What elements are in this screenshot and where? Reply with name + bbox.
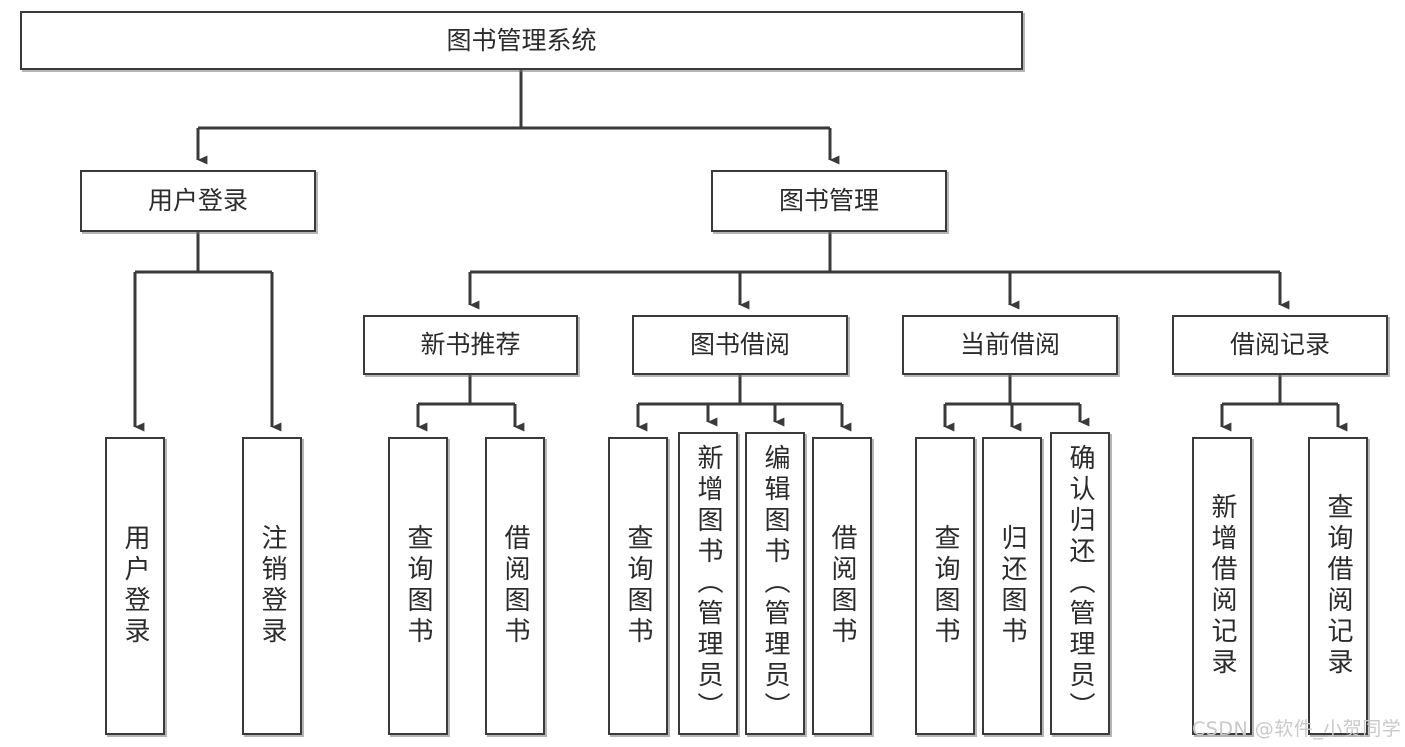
node-current-borrowing[interactable]: 当前借阅 xyxy=(902,315,1118,375)
leaf-user-login-signin[interactable]: 用户登录 xyxy=(105,437,165,735)
node-label: 用户登录 xyxy=(120,524,150,648)
leaf-current-borrow-query[interactable]: 查询图书 xyxy=(915,437,975,735)
node-label: 注销登录 xyxy=(257,524,287,648)
node-label: 借阅图书 xyxy=(827,524,857,648)
node-root-book-management-system[interactable]: 图书管理系统 xyxy=(20,11,1023,70)
node-label: 图书管理系统 xyxy=(446,25,597,55)
leaf-new-book-query[interactable]: 查询图书 xyxy=(388,437,448,735)
leaf-book-borrow-edit[interactable]: 编辑图书（管理员） xyxy=(745,432,805,735)
leaf-user-login-logout[interactable]: 注销登录 xyxy=(242,437,302,735)
node-label: 确认归还（管理员） xyxy=(1065,444,1095,723)
leaf-book-borrow-add[interactable]: 新增图书（管理员） xyxy=(678,432,738,735)
node-label: 图书管理 xyxy=(778,186,879,216)
node-label: 归还图书 xyxy=(997,524,1027,648)
node-new-book-recommendation[interactable]: 新书推荐 xyxy=(363,315,578,375)
leaf-new-book-borrow[interactable]: 借阅图书 xyxy=(485,437,545,735)
leaf-current-borrow-confirm-return[interactable]: 确认归还（管理员） xyxy=(1050,432,1110,735)
node-label: 借阅记录 xyxy=(1229,330,1330,360)
node-label: 图书借阅 xyxy=(689,330,790,360)
node-borrowing-record[interactable]: 借阅记录 xyxy=(1172,315,1388,375)
node-label: 新增借阅记录 xyxy=(1207,493,1237,679)
leaf-book-borrow-query[interactable]: 查询图书 xyxy=(608,437,668,735)
node-book-management[interactable]: 图书管理 xyxy=(711,170,947,232)
leaf-borrow-record-query[interactable]: 查询借阅记录 xyxy=(1308,437,1368,735)
node-label: 借阅图书 xyxy=(500,524,530,648)
leaf-current-borrow-return[interactable]: 归还图书 xyxy=(982,437,1042,735)
node-label: 查询图书 xyxy=(930,524,960,648)
node-book-borrowing[interactable]: 图书借阅 xyxy=(632,315,848,375)
leaf-borrow-record-add[interactable]: 新增借阅记录 xyxy=(1192,437,1252,735)
node-label: 当前借阅 xyxy=(959,330,1060,360)
node-user-login[interactable]: 用户登录 xyxy=(80,170,316,232)
node-label: 查询图书 xyxy=(623,524,653,648)
node-label: 新增图书（管理员） xyxy=(693,444,723,723)
node-label: 查询图书 xyxy=(403,524,433,648)
leaf-book-borrow-borrow[interactable]: 借阅图书 xyxy=(812,437,872,735)
node-label: 编辑图书（管理员） xyxy=(760,444,790,723)
node-label: 查询借阅记录 xyxy=(1323,493,1353,679)
node-label: 用户登录 xyxy=(147,186,248,216)
csdn-watermark: CSDN @软件_小贺同学 xyxy=(1192,718,1402,740)
node-label: 新书推荐 xyxy=(420,330,521,360)
